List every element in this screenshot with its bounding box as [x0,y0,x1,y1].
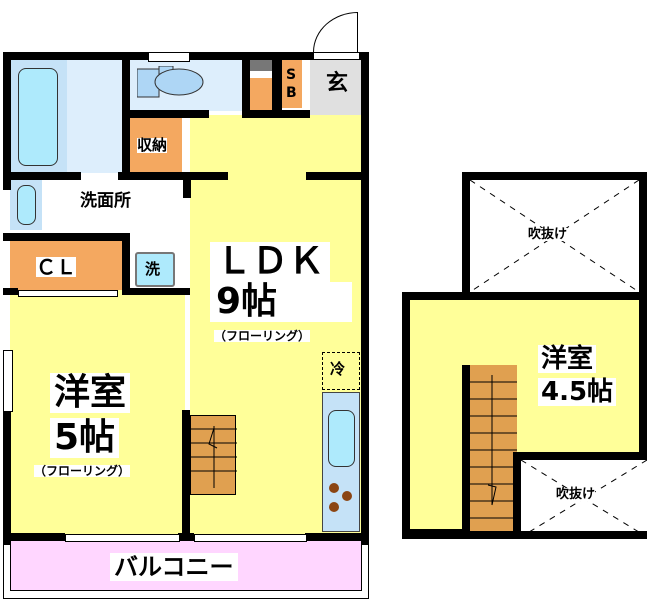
room5-size: 5帖 [50,418,120,458]
stairs-1f [190,415,237,495]
wall-room-divider [182,410,190,540]
void-bottom-label: 吹抜け [556,487,596,502]
fridge-label: 冷 [330,360,346,378]
entrance-label: 玄 [326,71,349,96]
wall-ps-bottom [242,110,310,118]
room45-name: 洋室 [538,345,597,373]
wall-left-lower [3,410,11,545]
room5-floor: （フローリング） [34,464,131,478]
washer-label: 洗 [145,260,161,278]
window-top[interactable] [148,52,190,62]
pipe-shaft [250,78,272,110]
balcony-outline [3,540,369,599]
wall-closet-bottom-left [3,288,18,295]
wall-toilet-bottom [122,110,209,118]
wall-ps2 [272,52,282,118]
wall-bottom-left [3,533,65,541]
meter-box [250,60,272,71]
stairs-2f [462,365,517,537]
ldk-name: ＬＤＫ [210,242,331,282]
washroom-label: 洗面所 [80,191,131,211]
bathroom-floor [67,58,122,173]
fridge-space [322,352,360,390]
wall-cl-bottom [122,288,190,295]
cl-door[interactable] [18,290,118,297]
ldk-size: 9帖 [210,282,352,322]
ldk-floor: （フローリング） [214,329,311,343]
closet-label: ＣＬ [36,255,76,279]
sink-icon [328,410,355,467]
room45-size: 4.5帖 [538,378,617,406]
shoebox-label-s: S [286,67,297,83]
washbasin-icon [17,185,36,225]
shoebox-label-b: B [286,85,297,101]
wall-bath-bottom2 [118,172,228,180]
wall-left [3,52,11,190]
stove-icon [327,481,357,516]
window-left[interactable] [3,350,13,412]
washer-icon [135,252,175,287]
front-door-swing [313,12,358,52]
wall-cl-top [3,233,130,241]
wall-2f-bottom [402,531,647,539]
wall-ldk-top-right [306,172,366,180]
void-top-label: 吹抜け [528,227,568,242]
bathtub-icon [18,68,58,166]
window-bottom-left[interactable] [65,534,180,542]
western-room-5-area [10,290,185,545]
wall-right [361,52,369,545]
wall-bath-bottom [3,172,81,180]
shoebox [282,58,302,108]
window-bottom-right[interactable] [194,534,307,542]
front-door[interactable] [313,52,360,60]
storage-label: 収納 [137,136,168,154]
balcony-label: バルコニー [110,553,238,581]
wall-washroom-right [183,178,191,198]
toilet-icon [136,65,207,101]
wall-cl-right [122,233,130,293]
room5-name: 洋室 [50,373,131,413]
wall-bottom-right [305,533,369,541]
wall-ps [242,52,250,118]
